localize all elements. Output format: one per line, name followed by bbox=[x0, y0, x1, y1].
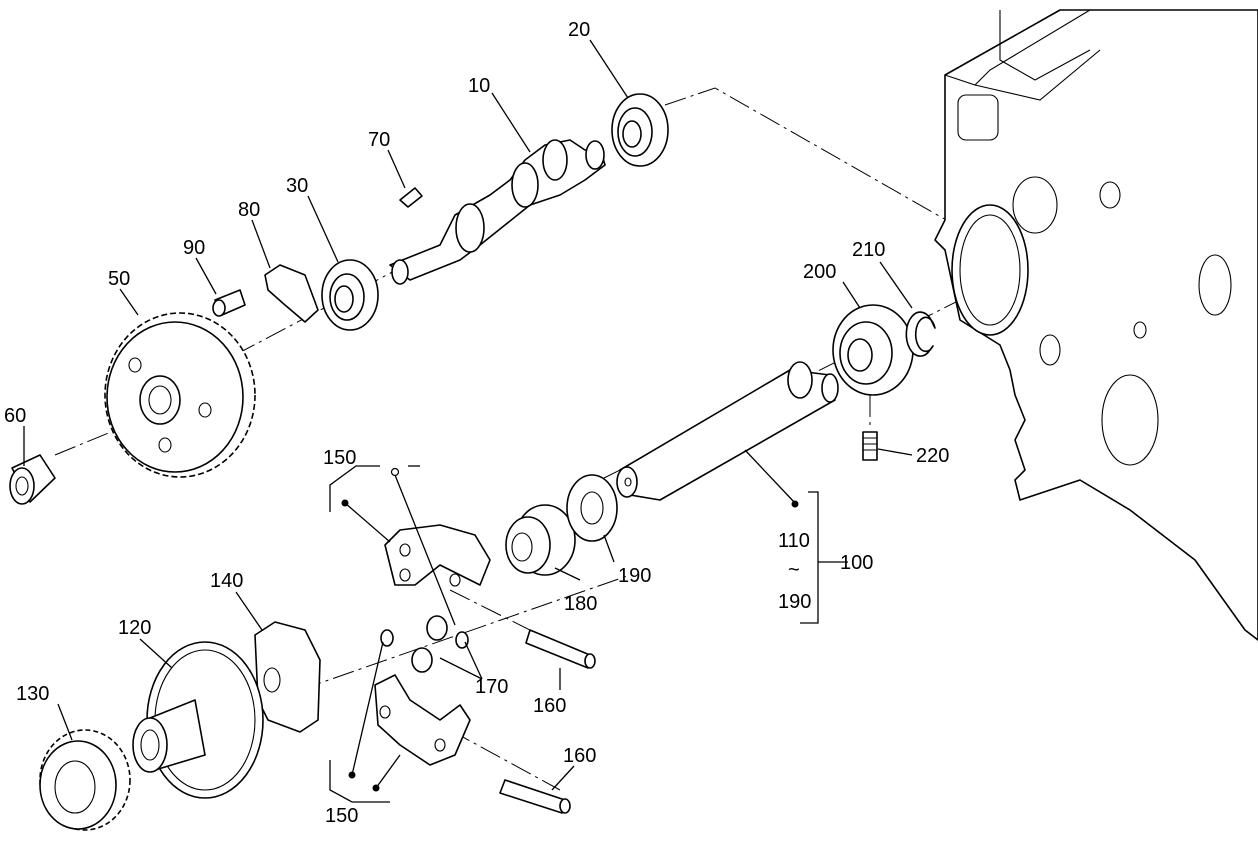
rollers-170 bbox=[380, 615, 469, 673]
governor-shaft bbox=[616, 361, 839, 501]
collar-60 bbox=[9, 454, 56, 505]
snap-ring bbox=[905, 311, 936, 357]
callout-100: 100 bbox=[840, 552, 873, 574]
callout-tilde: ~ bbox=[788, 559, 800, 581]
callout-90: 90 bbox=[183, 237, 205, 259]
callout-180: 180 bbox=[564, 593, 597, 615]
bearing-200 bbox=[832, 304, 914, 396]
callout-10: 10 bbox=[468, 75, 490, 97]
callout-labels: 10 20 30 50 60 70 80 90 200 210 220 150 … bbox=[4, 19, 949, 827]
callout-70: 70 bbox=[368, 129, 390, 151]
callout-140: 140 bbox=[210, 570, 243, 592]
engine-housing bbox=[934, 9, 1258, 641]
pin-lower bbox=[499, 779, 571, 814]
callout-110: 110 bbox=[778, 530, 810, 552]
callout-50: 50 bbox=[108, 268, 130, 290]
leader-dots bbox=[341, 467, 799, 792]
governor-sleeve bbox=[505, 504, 576, 576]
flyweight-lower bbox=[374, 674, 471, 766]
camshaft bbox=[389, 139, 606, 285]
cam-gear bbox=[104, 312, 256, 478]
callout-160-lower: 160 bbox=[563, 745, 596, 767]
callout-220: 220 bbox=[916, 445, 949, 467]
bolt-90 bbox=[212, 289, 246, 317]
callout-130: 130 bbox=[16, 683, 49, 705]
governor-gear-hub bbox=[132, 641, 264, 799]
callout-150-bottom: 150 bbox=[325, 805, 358, 827]
callout-30: 30 bbox=[286, 175, 308, 197]
callout-190-range: 190 bbox=[778, 591, 811, 613]
callout-120: 120 bbox=[118, 617, 151, 639]
retainer-plate bbox=[264, 264, 319, 323]
pin-upper bbox=[525, 629, 596, 669]
leader-lines bbox=[23, 39, 913, 803]
set-screw bbox=[862, 431, 878, 461]
callout-60: 60 bbox=[4, 405, 26, 427]
callout-190: 190 bbox=[618, 565, 651, 587]
callout-80: 80 bbox=[238, 199, 260, 221]
flyweight-holder-plate bbox=[254, 621, 321, 733]
bearing-30 bbox=[321, 259, 379, 331]
flyweight-upper bbox=[384, 524, 491, 587]
callout-160-upper: 160 bbox=[533, 695, 566, 717]
callout-170: 170 bbox=[475, 676, 508, 698]
woodruff-key bbox=[399, 187, 423, 208]
small-gear bbox=[39, 729, 131, 831]
bearing-20 bbox=[611, 93, 669, 167]
thrust-washer bbox=[566, 474, 618, 542]
callout-200: 200 bbox=[803, 261, 836, 283]
callout-210: 210 bbox=[852, 239, 885, 261]
callout-150-top: 150 bbox=[323, 447, 356, 469]
callout-20: 20 bbox=[568, 19, 590, 41]
